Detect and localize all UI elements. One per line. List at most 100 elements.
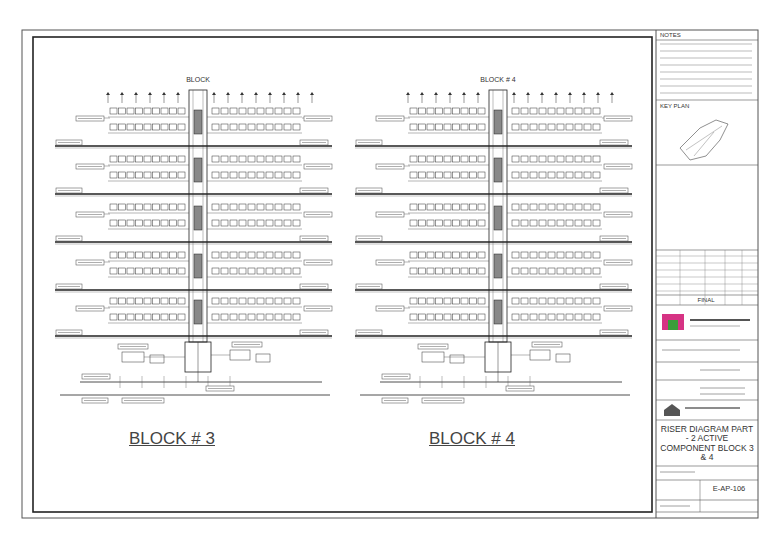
cable-line bbox=[207, 323, 302, 324]
outlet-box bbox=[593, 220, 600, 226]
title-text-mark bbox=[660, 472, 695, 473]
outlet-box bbox=[539, 314, 546, 320]
outlet-box bbox=[453, 124, 460, 130]
label-tag bbox=[376, 212, 404, 217]
title-block-line bbox=[656, 420, 758, 421]
label-tag bbox=[300, 236, 328, 241]
outlet-box bbox=[566, 204, 573, 210]
outlet-box bbox=[275, 268, 282, 274]
outlet-box bbox=[539, 172, 546, 178]
dash-mark bbox=[164, 376, 165, 388]
outlet-box bbox=[293, 108, 300, 114]
tag-text-mark bbox=[124, 400, 162, 401]
ground-line bbox=[360, 395, 630, 396]
outlet-box bbox=[566, 314, 573, 320]
label-tag bbox=[506, 386, 534, 391]
outlet-box bbox=[436, 108, 443, 114]
outlet-box bbox=[221, 108, 228, 114]
cable-line bbox=[207, 261, 302, 262]
title-text-mark bbox=[662, 350, 740, 351]
outlet-box bbox=[212, 314, 219, 320]
outlet-box bbox=[444, 124, 451, 130]
outlet-box bbox=[530, 220, 537, 226]
outlet-box bbox=[239, 172, 246, 178]
outlet-box bbox=[419, 204, 426, 210]
outlet-box bbox=[461, 124, 468, 130]
antenna-symbol bbox=[406, 92, 410, 95]
tag-text-mark bbox=[58, 190, 80, 191]
outlet-box bbox=[512, 298, 519, 304]
notes-heading: NOTES bbox=[660, 32, 681, 39]
title-block-line bbox=[656, 100, 758, 101]
outlet-box bbox=[161, 298, 168, 304]
outlet-box bbox=[461, 108, 468, 114]
label-tag bbox=[82, 374, 110, 379]
tag-text-mark bbox=[302, 332, 326, 333]
outlet-box bbox=[539, 220, 546, 226]
antenna-symbol bbox=[282, 92, 286, 95]
antenna-line bbox=[436, 95, 437, 103]
outlet-box bbox=[521, 220, 528, 226]
outlet-box bbox=[444, 220, 451, 226]
label-tag bbox=[604, 260, 632, 265]
outlet-box bbox=[178, 252, 185, 258]
outlet-box bbox=[557, 156, 564, 162]
title-block-line bbox=[656, 40, 758, 41]
outlet-box bbox=[161, 172, 168, 178]
outlet-box bbox=[212, 124, 219, 130]
block-heading: BLOCK bbox=[186, 76, 210, 84]
label-tag bbox=[76, 260, 104, 265]
outlet-box bbox=[119, 172, 126, 178]
outlet-box bbox=[512, 172, 519, 178]
outlet-box bbox=[575, 314, 582, 320]
outlet-box bbox=[593, 172, 600, 178]
outlet-box bbox=[530, 298, 537, 304]
outlet-box bbox=[478, 204, 485, 210]
logo-mark bbox=[668, 320, 678, 330]
outlet-box bbox=[248, 252, 255, 258]
title-block-line bbox=[656, 295, 758, 296]
floor-slab bbox=[355, 244, 632, 245]
antenna-line bbox=[122, 95, 123, 103]
key-plan-heading: KEY PLAN bbox=[660, 103, 689, 110]
outlet-box bbox=[275, 156, 282, 162]
riser-line bbox=[503, 90, 504, 342]
tag-text-mark bbox=[302, 190, 326, 191]
outlet-box bbox=[584, 124, 591, 130]
cable-line bbox=[444, 357, 485, 358]
title-text-mark bbox=[700, 370, 740, 371]
outlet-box bbox=[453, 204, 460, 210]
cable-line bbox=[198, 342, 199, 382]
outlet-box bbox=[153, 172, 160, 178]
dash-mark bbox=[464, 376, 465, 388]
outlet-box bbox=[436, 172, 443, 178]
outlet-box bbox=[512, 314, 519, 320]
outlet-box bbox=[170, 156, 177, 162]
cable-line bbox=[108, 133, 189, 134]
leader-line bbox=[302, 118, 304, 119]
cable-line bbox=[507, 165, 602, 166]
outlet-box bbox=[221, 172, 228, 178]
outlet-box bbox=[284, 204, 291, 210]
outlet-box bbox=[584, 204, 591, 210]
outlet-box bbox=[119, 124, 126, 130]
outlet-box bbox=[239, 252, 246, 258]
logo-text-mark bbox=[690, 326, 740, 327]
outlet-box bbox=[478, 220, 485, 226]
outlet-box bbox=[566, 220, 573, 226]
outlet-box bbox=[548, 124, 555, 130]
outlet-box bbox=[144, 108, 151, 114]
tag-text-mark bbox=[606, 308, 630, 309]
outlet-box bbox=[275, 172, 282, 178]
outlet-box bbox=[566, 268, 573, 274]
antenna-symbol bbox=[212, 92, 216, 95]
tag-text-mark bbox=[378, 166, 402, 167]
outlet-box bbox=[410, 172, 417, 178]
cable-line bbox=[207, 165, 302, 166]
outlet-box bbox=[110, 298, 117, 304]
outlet-box bbox=[144, 220, 151, 226]
outlet-box bbox=[436, 298, 443, 304]
antenna-symbol bbox=[268, 92, 272, 95]
cable-line bbox=[108, 261, 189, 262]
outlet-box bbox=[427, 252, 434, 258]
